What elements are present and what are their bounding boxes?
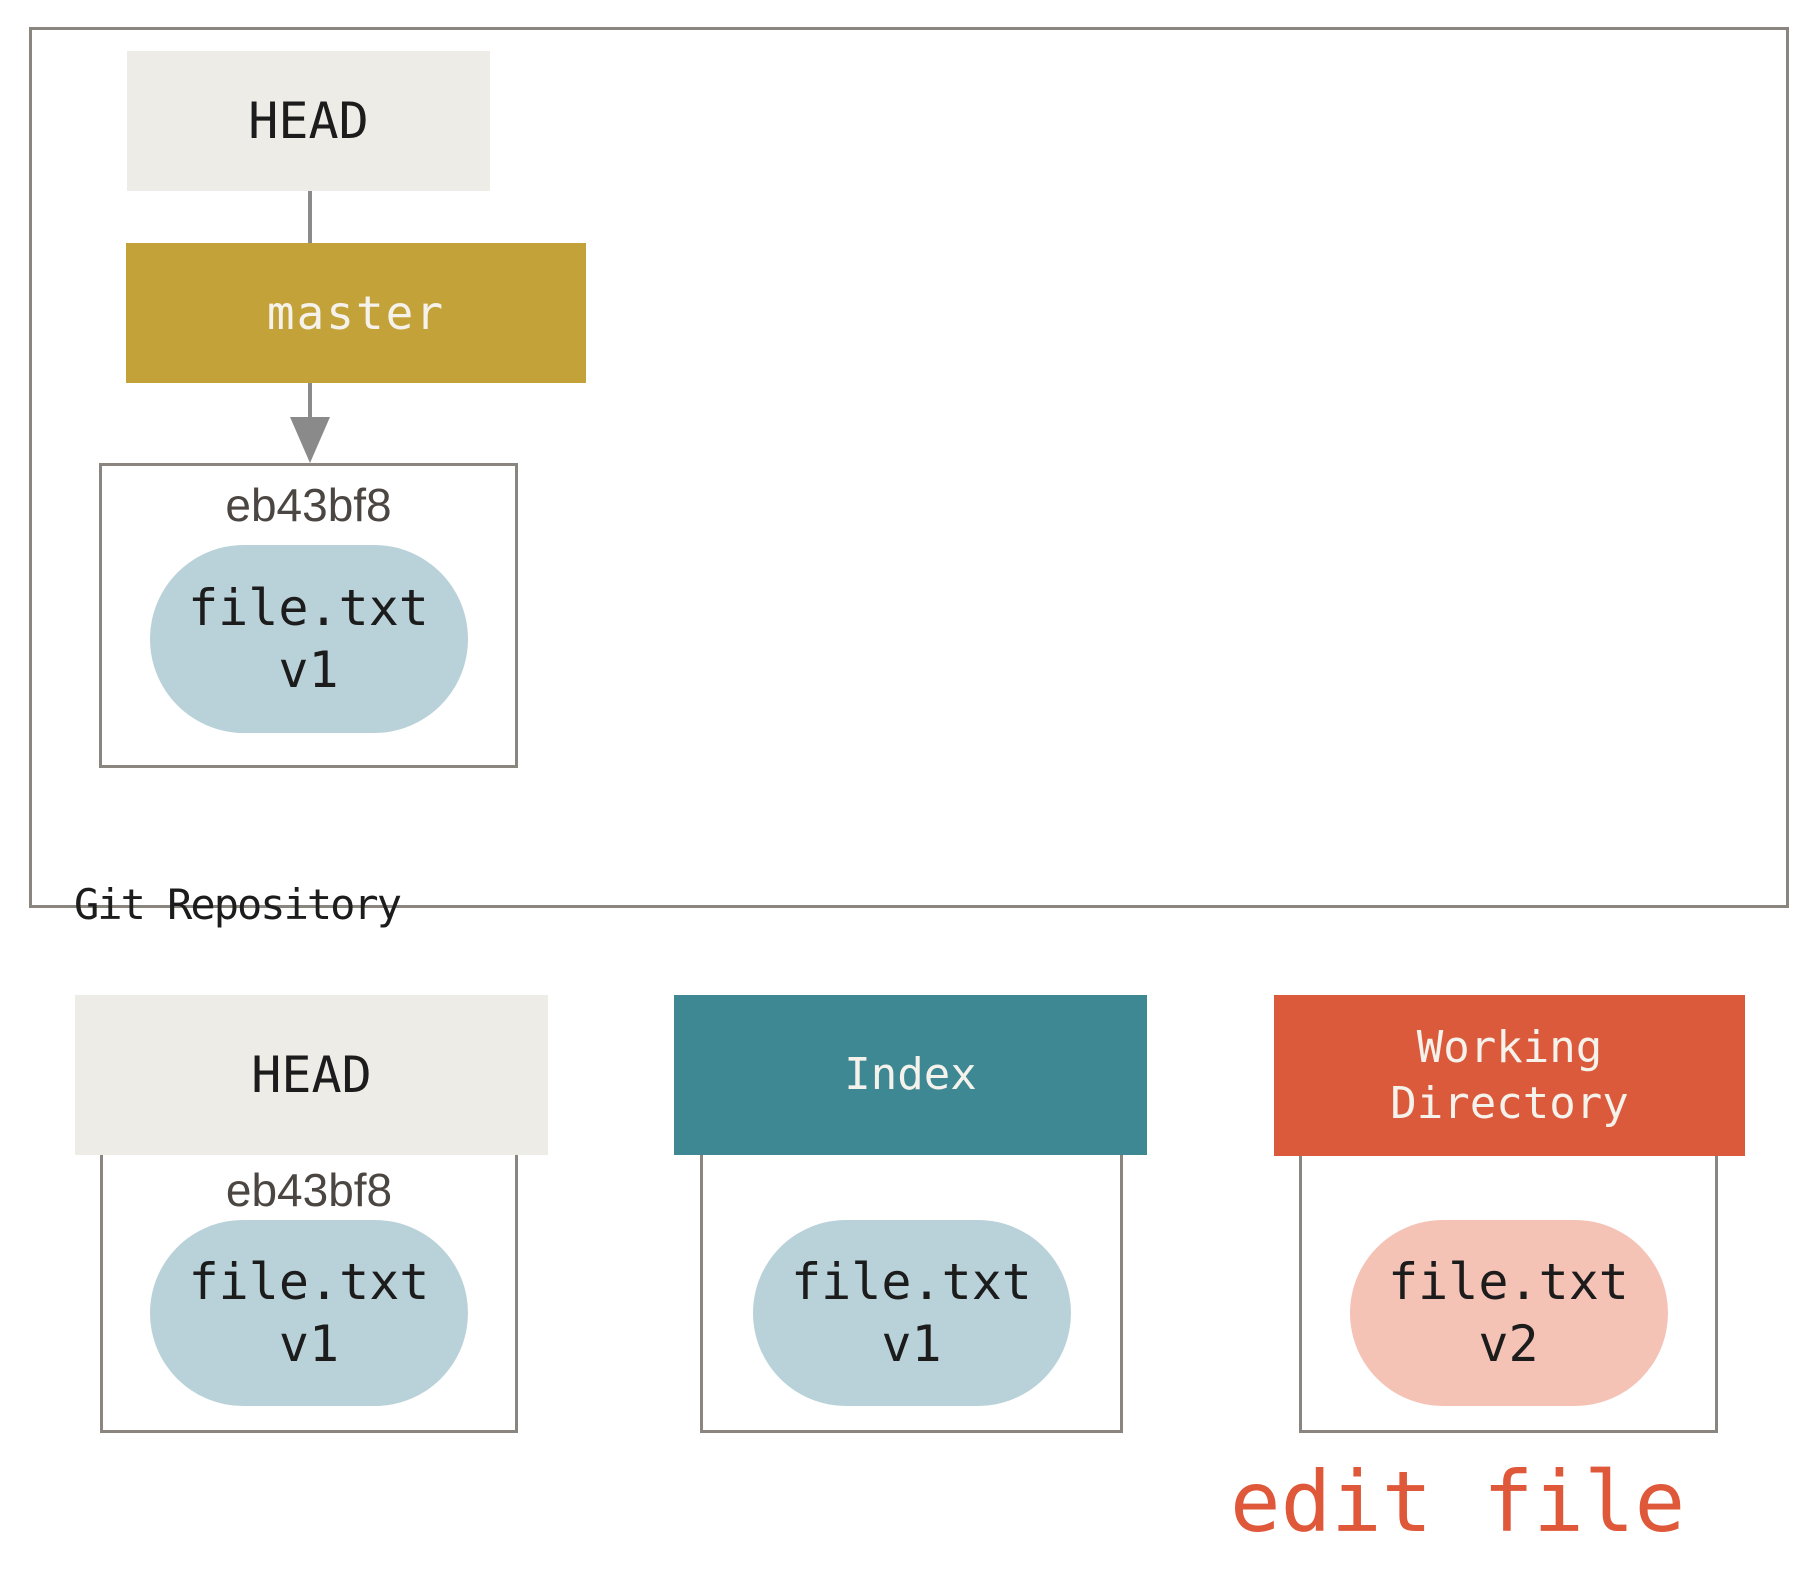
working-directory-label-line1: Working	[1416, 1021, 1603, 1073]
arrow-down-icon	[290, 417, 330, 463]
head-ref-label: HEAD	[248, 92, 369, 150]
head-area-file-version: v1	[278, 1315, 340, 1373]
index-area-body: file.txt v1	[700, 1155, 1123, 1433]
master-branch-label: master	[266, 286, 446, 340]
head-to-master-connector	[308, 191, 312, 243]
head-ref-box: HEAD	[127, 51, 490, 191]
working-directory-header: Working Directory	[1274, 995, 1745, 1156]
master-to-commit-connector	[308, 383, 312, 419]
head-area-file-name: file.txt	[188, 1253, 430, 1311]
working-directory-body: file.txt v2	[1299, 1156, 1718, 1433]
commit-hash: eb43bf8	[225, 479, 392, 531]
head-area-hash: eb43bf8	[225, 1164, 393, 1216]
index-area-label: Index	[844, 1049, 977, 1100]
head-area-file-pill: file.txt v1	[150, 1220, 468, 1406]
index-area-file-version: v1	[881, 1315, 942, 1373]
index-area-header: Index	[674, 995, 1147, 1155]
head-area-header: HEAD	[75, 995, 548, 1155]
head-area-label: HEAD	[251, 1046, 372, 1104]
working-directory-file-version: v2	[1478, 1315, 1539, 1373]
commit-file-version: v1	[278, 641, 339, 699]
head-area-body: eb43bf8 file.txt v1	[100, 1155, 518, 1433]
working-directory-file-pill: file.txt v2	[1349, 1220, 1668, 1406]
working-directory-file-name: file.txt	[1388, 1253, 1629, 1311]
working-directory-label-line2: Directory	[1390, 1077, 1629, 1129]
git-repository-label: Git Repository	[74, 880, 402, 929]
index-area-file-name: file.txt	[791, 1253, 1032, 1311]
master-branch-box: master	[126, 243, 586, 383]
commit-file-name: file.txt	[188, 579, 429, 637]
edit-file-annotation: edit file	[1230, 1453, 1686, 1551]
index-area-file-pill: file.txt v1	[752, 1220, 1071, 1406]
commit-file-pill: file.txt v1	[149, 545, 468, 733]
commit-box: eb43bf8 file.txt v1	[99, 463, 518, 768]
